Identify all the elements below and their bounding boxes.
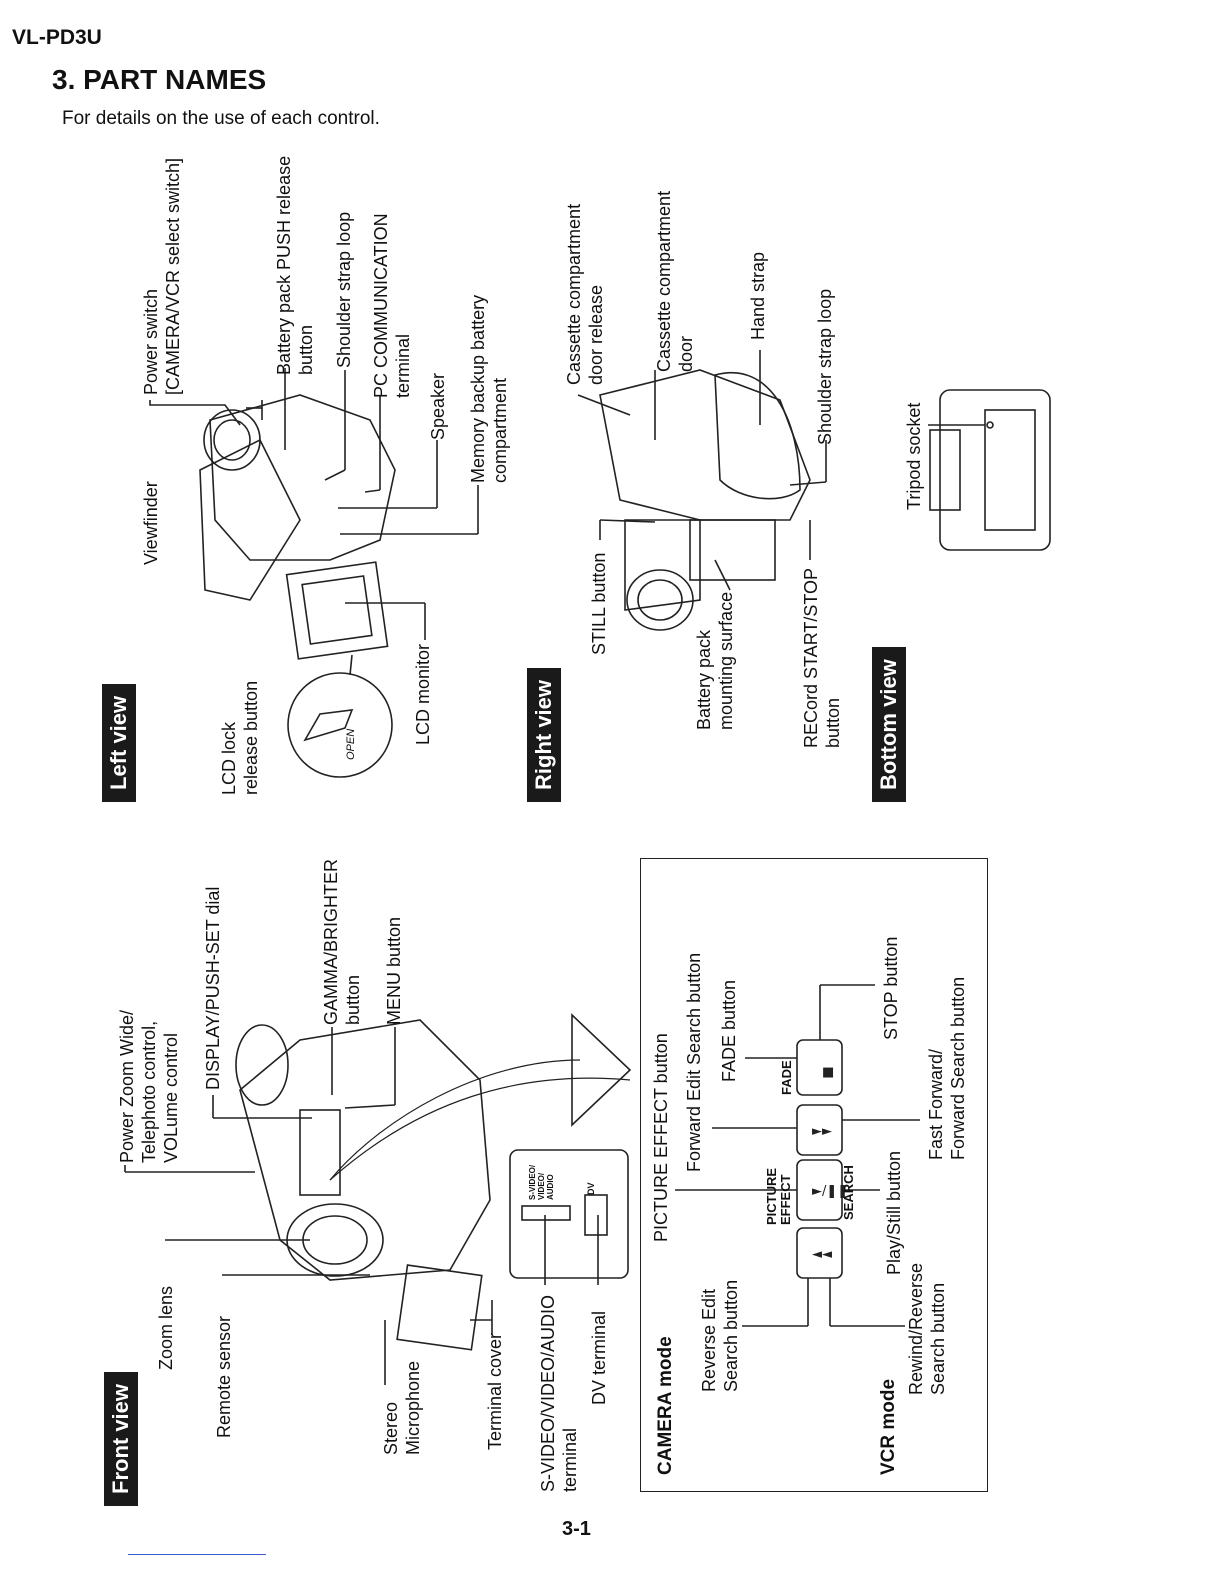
intro-text: For details on the use of each control. (62, 108, 380, 129)
button-text-search: SEARCH (841, 1165, 856, 1220)
rewind-symbol: ◄◄ (812, 1247, 832, 1262)
label-play-still-button: Play/Still button (884, 1150, 904, 1275)
label-shoulder-strap-loop-right: Shoulder strap loop (815, 288, 835, 445)
label-pc-terminal: PC COMMUNICATION terminal (371, 213, 413, 398)
label-forward-edit-search: Forward Edit Search button (684, 952, 704, 1172)
label-record-button: RECord START/STOP button (801, 567, 843, 748)
mode-controls-panel (640, 858, 988, 1492)
label-svideo-terminal: S-VIDEO/VIDEO/AUDIO terminal (538, 1294, 580, 1492)
forward-symbol: ►► (812, 1124, 832, 1139)
label-lcd-lock: LCD lock release button (219, 680, 261, 795)
label-display-dial: DISPLAY/PUSH-SET dial (203, 886, 223, 1090)
button-text-picture-effect: PICTURE EFFECT (764, 1167, 793, 1225)
label-power-zoom: Power Zoom Wide/ Telephoto control, VOLu… (117, 1009, 181, 1163)
jack-label-dv: DV (586, 1182, 596, 1195)
stop-symbol: ■ (822, 1065, 834, 1080)
label-memory-backup: Memory backup battery compartment (468, 294, 510, 483)
label-stop-button: STOP button (881, 936, 901, 1040)
footer-rule (128, 1554, 266, 1555)
play-still-symbol: ►/❚❚ (812, 1184, 848, 1199)
bottom-view-camcorder-drawing (928, 389, 1051, 551)
label-viewfinder: Viewfinder (141, 481, 161, 565)
button-text-fade: FADE (779, 1060, 794, 1095)
label-remote-sensor: Remote sensor (214, 1315, 234, 1438)
label-fast-forward: Fast Forward/ Forward Search button (926, 976, 968, 1160)
label-reverse-edit-search: Reverse Edit Search button (699, 1279, 741, 1392)
front-view-camcorder-drawing (124, 1013, 632, 1385)
label-tripod-socket: Tripod socket (904, 402, 924, 510)
section-title: 3. PART NAMES (52, 64, 267, 95)
label-dv-terminal: DV terminal (589, 1310, 609, 1405)
bottom-view-badge: Bottom view (872, 647, 906, 802)
label-speaker: Speaker (428, 372, 448, 440)
label-cassette-release: Cassette compartment door release (564, 203, 606, 385)
label-hand-strap: Hand strap (748, 251, 768, 340)
right-view-badge: Right view (527, 667, 561, 802)
label-picture-effect: PICTURE EFFECT button (651, 1033, 671, 1242)
camera-mode-heading: CAMERA mode (655, 1336, 676, 1475)
label-lcd-monitor: LCD monitor (413, 643, 433, 745)
left-view-camcorder-drawing (149, 368, 479, 778)
label-shoulder-strap-loop-left: Shoulder strap loop (334, 211, 354, 368)
model-number: VL-PD3U (12, 26, 102, 49)
label-open-mark: OPEN (345, 728, 357, 760)
vcr-mode-heading: VCR mode (878, 1378, 899, 1475)
label-still-button: STILL button (589, 552, 609, 655)
label-terminal-cover: Terminal cover (485, 1332, 505, 1450)
left-view-badge: Left view (102, 683, 136, 802)
label-stereo-microphone: Stereo Microphone (381, 1360, 423, 1455)
front-view-badge: Front view (104, 1371, 138, 1506)
label-power-switch: Power switch [CAMERA/VCR select switch] (141, 157, 183, 395)
label-menu-button: MENU button (384, 916, 404, 1025)
label-battery-surface: Battery pack mounting surface (694, 591, 736, 730)
label-rewind: Rewind/Reverse Search button (906, 1262, 948, 1395)
mode-button-strip-drawing (675, 984, 920, 1327)
label-gamma-button: GAMMA/BRIGHTER button (321, 858, 363, 1025)
label-battery-release: Battery pack PUSH release button (274, 155, 316, 375)
label-cassette-door: Cassette compartment door (654, 190, 696, 372)
jack-label-svideo: S-VIDEO/ VIDEO/ AUDIO (528, 1164, 555, 1200)
right-view-camcorder-drawing (577, 350, 827, 631)
page-number: 3-1 (562, 1518, 591, 1540)
label-zoom-lens: Zoom lens (156, 1285, 176, 1370)
label-fade-button: FADE button (719, 979, 739, 1082)
